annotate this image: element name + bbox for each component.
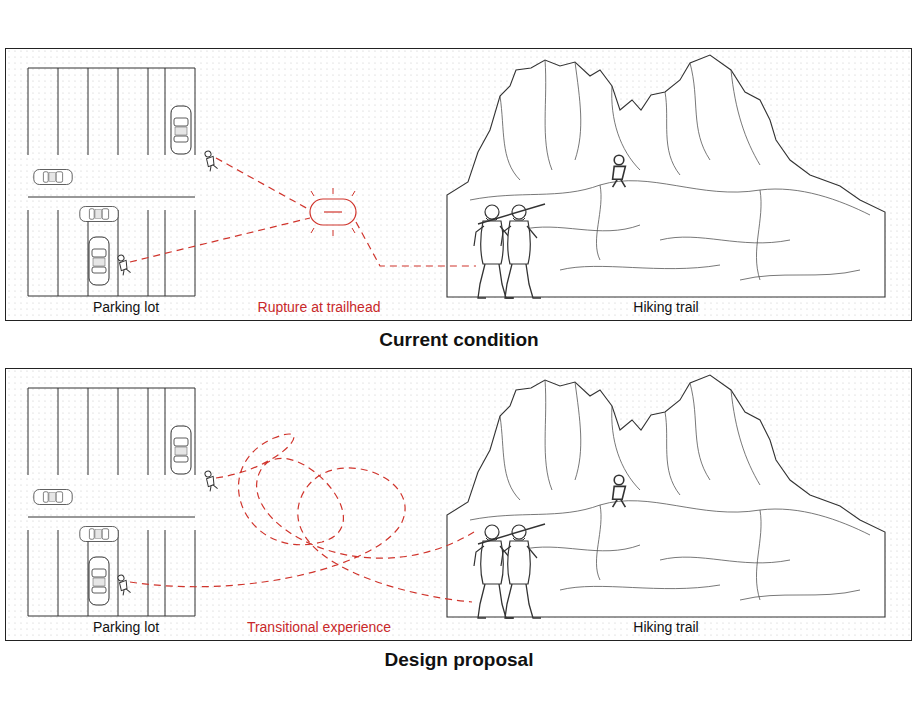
area-label: Hiking trail (633, 299, 698, 316)
scene-proposal (6, 369, 911, 640)
transition-path (130, 434, 474, 602)
rupture-path (130, 158, 476, 266)
panel-caption: Current condition (379, 329, 538, 352)
condition-label: Transitional experience (247, 619, 391, 636)
rupture-burst (311, 188, 355, 236)
area-label: Parking lot (93, 619, 159, 636)
scene-panel: Parking lot Rupture at trailhead Hiking tr… (5, 48, 912, 321)
condition-label: Rupture at trailhead (258, 299, 381, 316)
panel-caption: Design proposal (385, 649, 534, 672)
area-label: Parking lot (93, 299, 159, 316)
scene-current (6, 49, 911, 320)
scene-panel: Parking lot Transitional experience Hiking… (5, 368, 912, 641)
area-label: Hiking trail (633, 619, 698, 636)
